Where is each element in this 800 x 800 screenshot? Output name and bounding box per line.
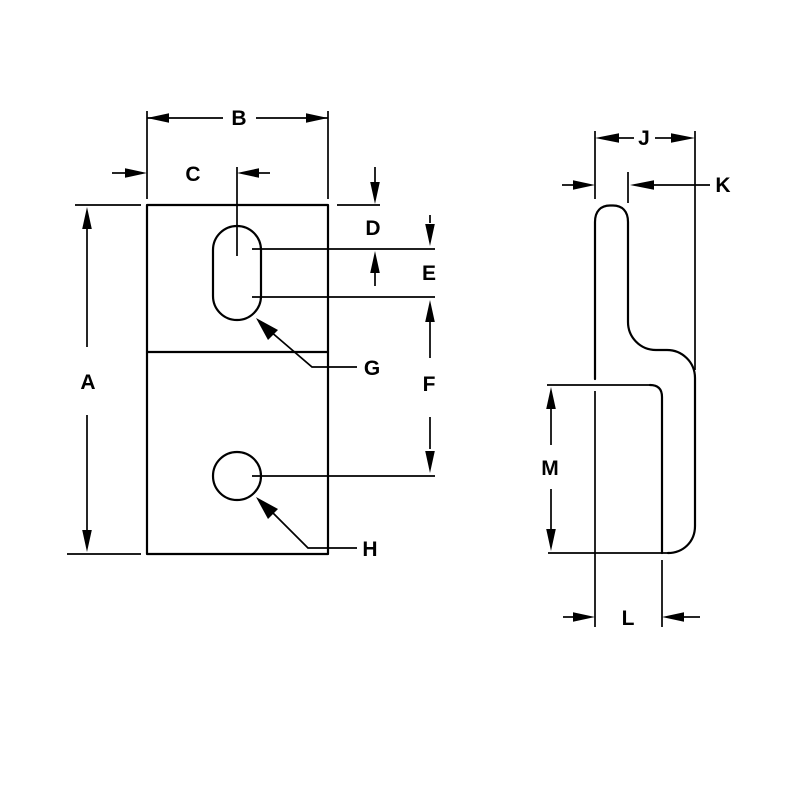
dim-label-e: E [422,262,436,285]
profile-outline [593,204,697,555]
arrowhead-left-pointing [662,612,684,622]
arrowhead-left-pointing [237,168,259,178]
dim-label-a: A [80,371,95,394]
dimension-b: B [146,107,329,199]
dim-label-k: K [715,174,730,197]
leader-g: G [256,318,380,380]
arrowhead-up [546,387,556,409]
dimension-j: J [594,127,696,370]
arrowhead-up [425,300,435,322]
arrowhead-right-pointing [125,168,147,178]
dim-label-d: D [365,217,380,240]
dimension-a: A [67,204,141,555]
dim-label-m: M [541,457,559,480]
arrowhead-down [425,224,435,246]
leader-h: H [256,497,378,561]
arrowhead-right [306,113,328,123]
dimension-e: E [422,215,436,285]
dimension-l: L [563,391,700,630]
side-view: J K M L [541,127,730,630]
profile-lower-inner-face [648,383,664,555]
front-view: B C A [67,107,436,561]
dimension-m: M [541,387,559,551]
dim-label-b: B [231,107,246,130]
leader-arrowhead [256,318,278,340]
arrowhead-left-pointing [630,180,654,190]
dimension-d: D [365,167,381,286]
dim-label-h: H [362,538,377,561]
plate-outline [145,203,330,556]
dimension-f: F [423,300,436,473]
arrowhead-right-pointing [573,180,595,190]
arrowhead-down [370,182,380,204]
arrowhead-left [147,113,169,123]
arrowhead-down [425,451,435,473]
dim-label-l: L [622,607,635,630]
leader-line [269,509,357,549]
dim-label-g: G [364,357,380,380]
arrowhead-down [546,529,556,551]
arrowhead-left [595,133,619,143]
dim-label-c: C [185,163,200,186]
leader-line [269,330,357,368]
arrowhead-right [671,133,695,143]
arrowhead-up [370,251,380,273]
dim-label-f: F [423,373,436,396]
arrowhead-down [82,530,92,552]
dimension-k: K [562,172,731,203]
arrowhead-right-pointing [573,612,595,622]
dimension-c: C [112,163,270,256]
dim-label-j: J [638,127,650,150]
arrowhead-up [82,207,92,229]
